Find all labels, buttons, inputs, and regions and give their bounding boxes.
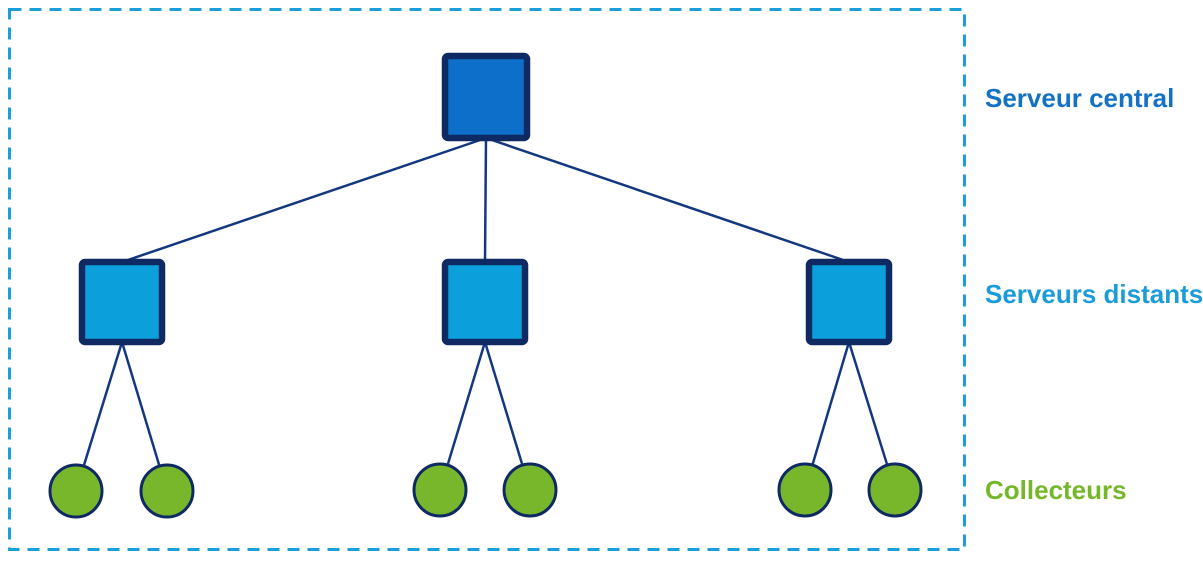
- collector-node: [777, 462, 833, 518]
- label-serveur-central: Serveur central: [985, 83, 1175, 113]
- remote-server-node: [441, 258, 529, 346]
- remote-server-node: [78, 258, 166, 346]
- remote-server-node: [805, 258, 893, 346]
- dashed-frame: [8, 8, 966, 551]
- collector-node: [502, 462, 558, 518]
- central-server-node: [441, 52, 531, 142]
- collector-node: [867, 462, 923, 518]
- label-collecteurs: Collecteurs: [985, 475, 1127, 505]
- collector-node: [139, 463, 195, 519]
- edge-central-to-remote: [485, 136, 850, 264]
- label-serveurs-distants: Serveurs distants: [985, 279, 1203, 309]
- collector-node: [48, 463, 104, 519]
- collector-node: [412, 462, 468, 518]
- edge-central-to-remote: [483, 137, 488, 263]
- edge-central-to-remote: [121, 136, 487, 264]
